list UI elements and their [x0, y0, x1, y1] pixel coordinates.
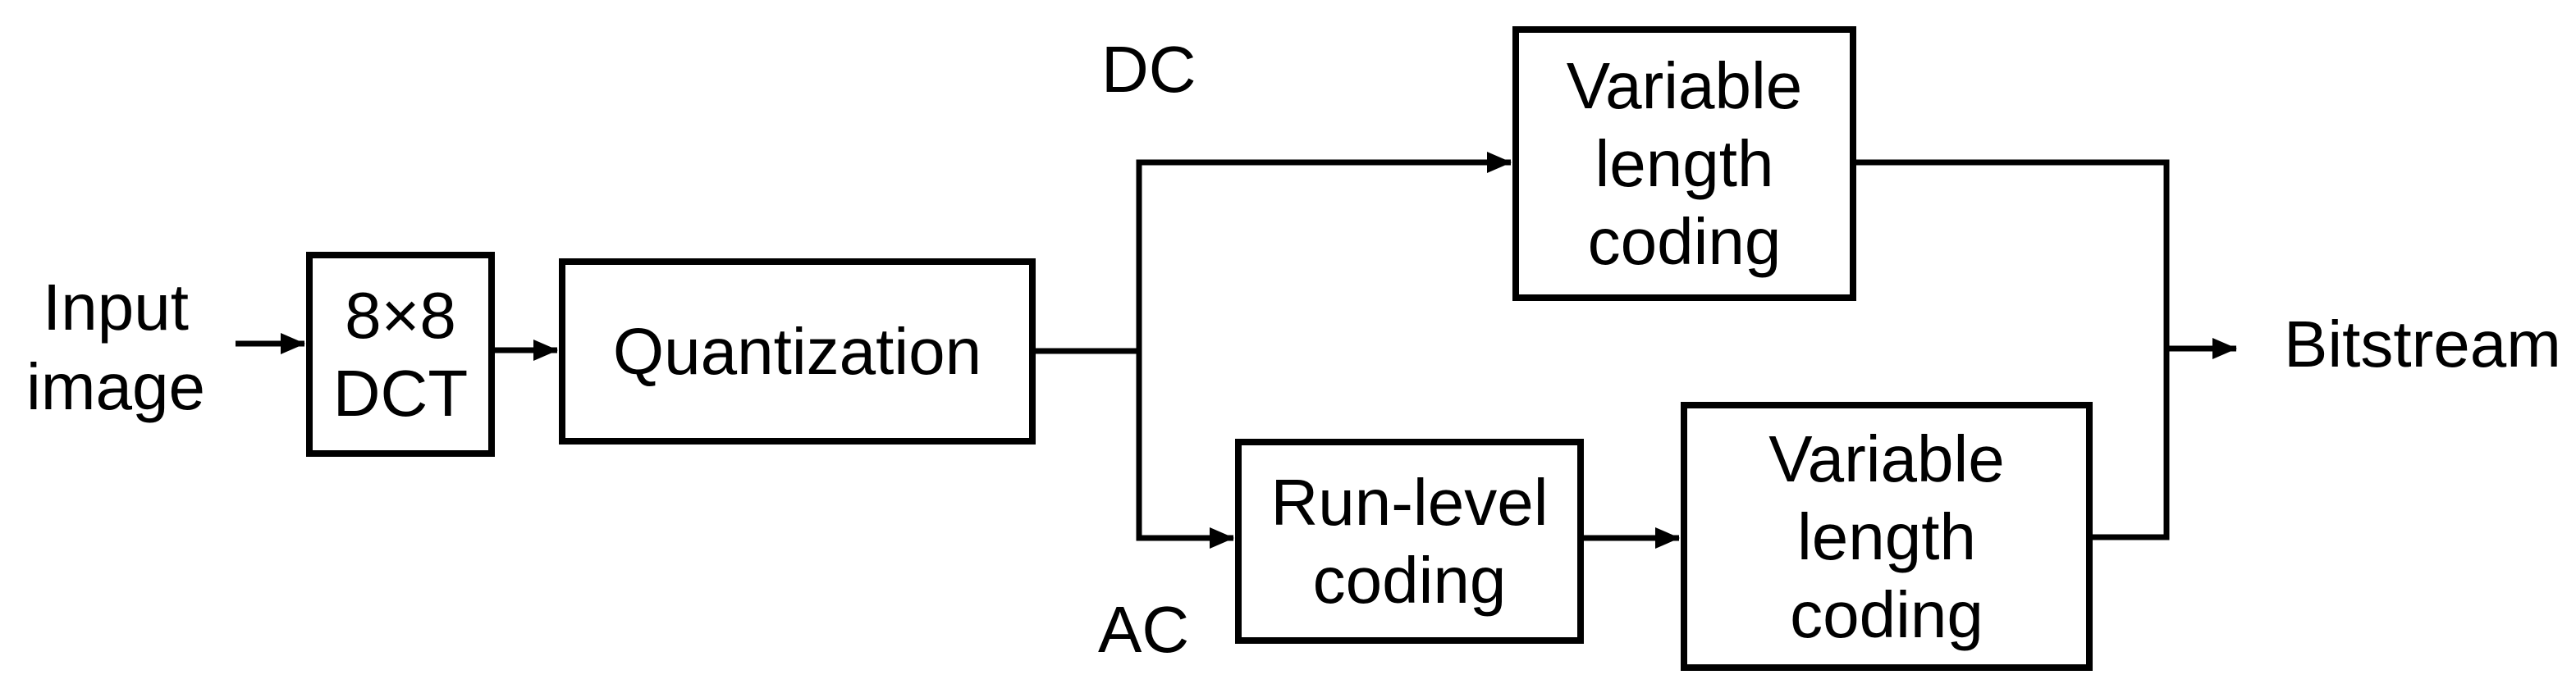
quantization-box: Quantization [559, 258, 1036, 445]
run-level-coding-box: Run-level coding [1235, 439, 1584, 644]
vlc-ac-box-line1: Variable [1768, 422, 2005, 495]
quantization-box-line1: Quantization [612, 315, 982, 388]
dct-box-line2: DCT [332, 357, 469, 430]
arrow-quantization-dc-to-vlc [1036, 152, 1512, 354]
input-image-label: Input image [21, 267, 210, 426]
run-level-box-line1: Run-level [1270, 466, 1549, 539]
input-image-label-line2: image [26, 350, 205, 423]
vlc-dc-box-line3: coding [1587, 205, 1782, 278]
line-vlc-dc-to-merge [1856, 159, 2170, 349]
variable-length-coding-ac-box: Variable length coding [1681, 402, 2093, 671]
run-level-box-line2: coding [1312, 544, 1507, 617]
dct-box: 8×8 DCT [306, 252, 495, 457]
arrow-quantization-ac-to-runlevel [1136, 351, 1234, 549]
variable-length-coding-dc-box: Variable length coding [1512, 26, 1856, 301]
ac-branch-label: AC [1098, 593, 1190, 666]
vlc-dc-box-line2: length [1595, 127, 1774, 200]
dct-box-line1: 8×8 [345, 279, 456, 352]
vlc-dc-box-line1: Variable [1566, 49, 1803, 122]
input-image-label-line1: Input [43, 271, 189, 344]
line-vlc-ac-to-merge [2093, 349, 2170, 540]
vlc-ac-box-line3: coding [1790, 577, 1983, 651]
dc-branch-label: DC [1101, 33, 1196, 106]
bitstream-label: Bitstream [2284, 308, 2561, 381]
vlc-ac-box-line2: length [1797, 499, 1976, 573]
